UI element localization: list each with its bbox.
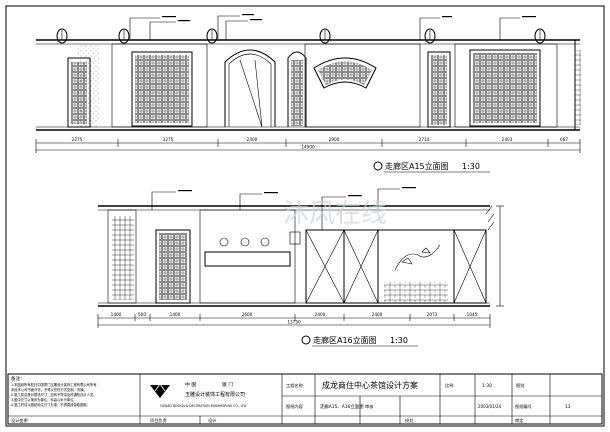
company-cn-full: 玉雕设计装饰工程有限公司: [185, 391, 245, 398]
number-value: 13: [565, 404, 571, 410]
lattice-window: [131, 51, 193, 127]
company-logo-icon: [150, 383, 170, 398]
watermark: 沐风在线: [283, 199, 387, 229]
notes-label: 备注：: [11, 375, 25, 382]
dimension-total: 13750: [287, 320, 301, 325]
check-label: 校对: [405, 417, 413, 424]
number-label: 图纸编号: [515, 403, 532, 410]
notes-line: 1.本图纸所有权归中国厦门玉雕设计装饰工程有限公司所有，: [11, 382, 100, 387]
elevation-title: 走廊区A16立面图: [313, 335, 377, 345]
dimension-label: 500: [138, 312, 146, 317]
counter: [204, 251, 291, 267]
lantern-icon: [118, 28, 130, 44]
notes-line: 2.施工前请核对现场尺寸，如有不符请及时通知设计人员。: [11, 392, 97, 397]
elevation-title: 走廊区A15立面图: [385, 161, 449, 171]
design-change-label: 设计变更: [11, 417, 29, 424]
dimension-label: 1400: [111, 312, 122, 317]
elevation-a16: 1400 500 1400 2600 2400 2400 2073 1045 1…: [97, 187, 504, 347]
dimension-label: 2073: [427, 312, 438, 317]
drawing-label: 图纸内容: [286, 403, 303, 410]
company-cn-2: 厦 门: [222, 381, 233, 388]
glass-partition: [453, 229, 487, 304]
sheet-label: 图别: [516, 382, 524, 389]
fan-window: [313, 57, 377, 89]
lantern-icon: [424, 28, 436, 44]
lattice-door: [427, 51, 451, 128]
project-name: 成龙商住中心茶馆设计方案: [322, 380, 418, 390]
project-label: 工程名称: [286, 382, 303, 389]
dimension-label: 2275: [72, 137, 83, 142]
dimension-label: 2600: [242, 312, 253, 317]
sheet-border: [5, 5, 605, 427]
lantern-icon: [206, 28, 218, 44]
notes-line: 4.施工时请以图纸标注尺寸为准，不得直接量取图纸。: [11, 402, 90, 407]
dimension-label: 667: [560, 137, 568, 142]
dimension-label: 2900: [329, 137, 340, 142]
date-value: 2003/01/24: [478, 404, 502, 409]
title-block: 备注： 1.本图纸所有权归中国厦门玉雕设计装饰工程有限公司所有， 未经本公司书面…: [7, 373, 603, 425]
company-cn-1: 中 国: [185, 381, 196, 388]
dimension-label: 3275: [163, 137, 174, 142]
lattice-window: [155, 229, 191, 304]
notes-line: 未经本公司书面许可，不得以任何方式复制、传播。: [11, 387, 87, 392]
tea-pot-icon: [219, 237, 270, 247]
drawing-name: 走廊A15、A16立面图: [320, 403, 364, 410]
lantern-icon: [534, 28, 546, 44]
elevation-a15: 2275 3275 2300 2900 2714 2403 667 14900 …: [35, 14, 581, 173]
dimension-label: 2300: [247, 137, 258, 142]
dimension-label: 2403: [502, 137, 513, 142]
dimension-label: 2400: [315, 312, 326, 317]
dimension-line: 2275 3275 2300 2900 2714 2403 667 14900: [35, 137, 581, 153]
manager-label: 项目负责: [150, 417, 167, 424]
elevation-scale: 1:30: [390, 336, 408, 345]
lantern-icon: [319, 28, 331, 44]
scale-label: 比例: [445, 382, 453, 389]
lantern-icon: [56, 28, 68, 44]
lattice-window: [469, 49, 541, 127]
design-label: 设计: [208, 417, 216, 424]
notes-line: 3.图中尺寸以毫米为单位，标高以米为单位。: [11, 397, 77, 402]
scale-value: 1:30: [482, 383, 492, 389]
dimension-label: 2714: [419, 137, 430, 142]
dimension-line: 1400 500 1400 2600 2400 2400 2073 1045 1…: [97, 312, 491, 328]
dimension-label: 2400: [372, 312, 383, 317]
approve-label: 审定: [515, 417, 523, 424]
company-en: YUDIAO DESIGN & DECORATION ENGINEERING C…: [160, 404, 247, 408]
review-label: 审核: [365, 403, 374, 410]
dimension-total: 14900: [301, 145, 315, 150]
dimension-label: 1400: [170, 312, 181, 317]
elevation-scale: 1:30: [462, 162, 480, 171]
dimension-label: 1045: [467, 312, 478, 317]
lattice-door: [67, 57, 91, 128]
